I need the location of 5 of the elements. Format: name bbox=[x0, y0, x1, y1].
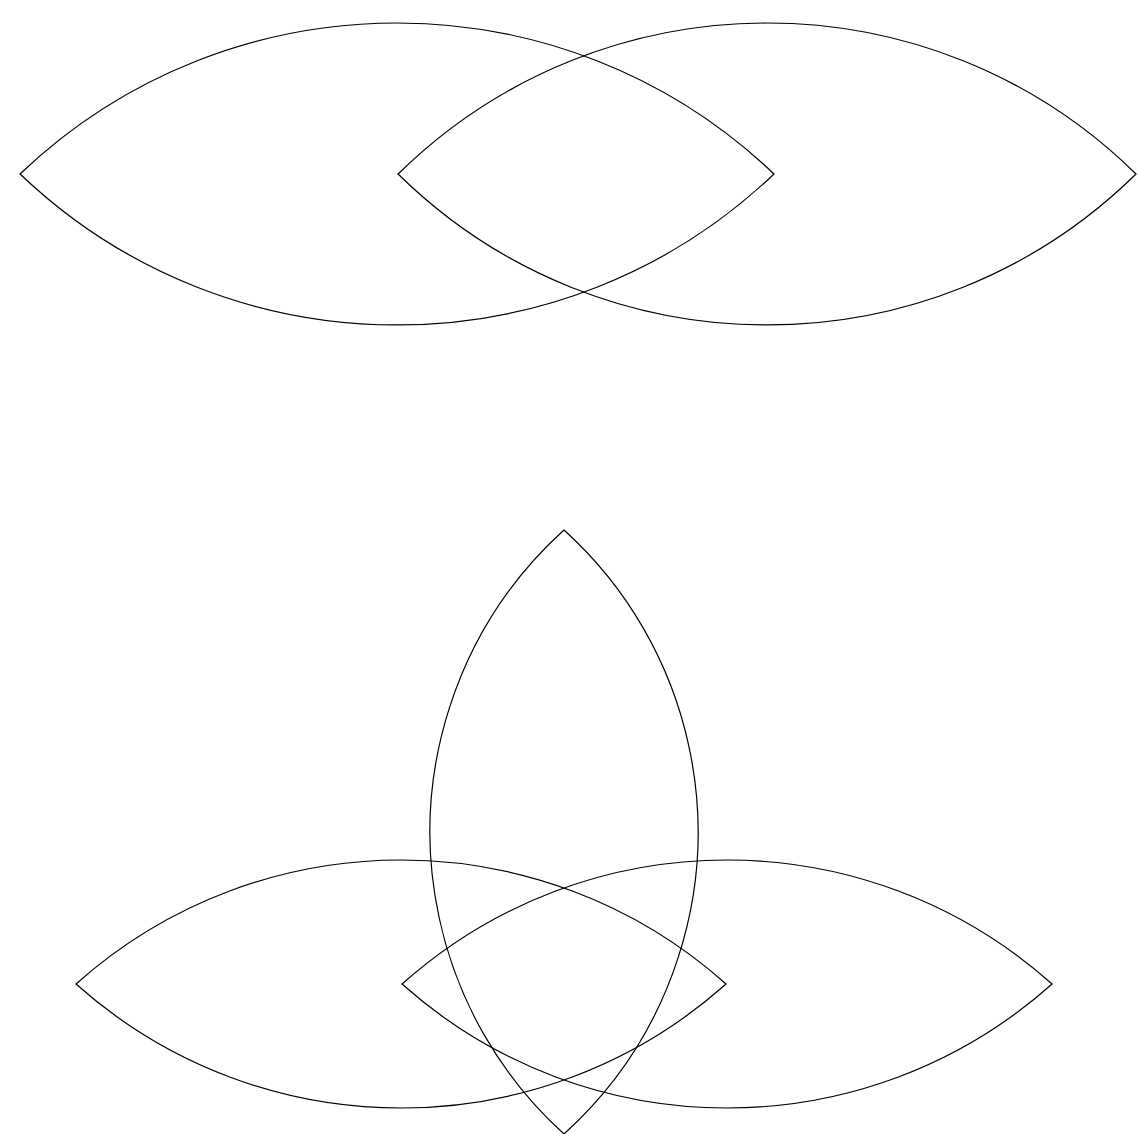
lens-shape bbox=[75, 859, 727, 1109]
lens-shape bbox=[397, 22, 1137, 326]
lens-shape bbox=[19, 22, 775, 326]
lens-shape bbox=[429, 529, 699, 1134]
lens-shape bbox=[401, 859, 1053, 1109]
